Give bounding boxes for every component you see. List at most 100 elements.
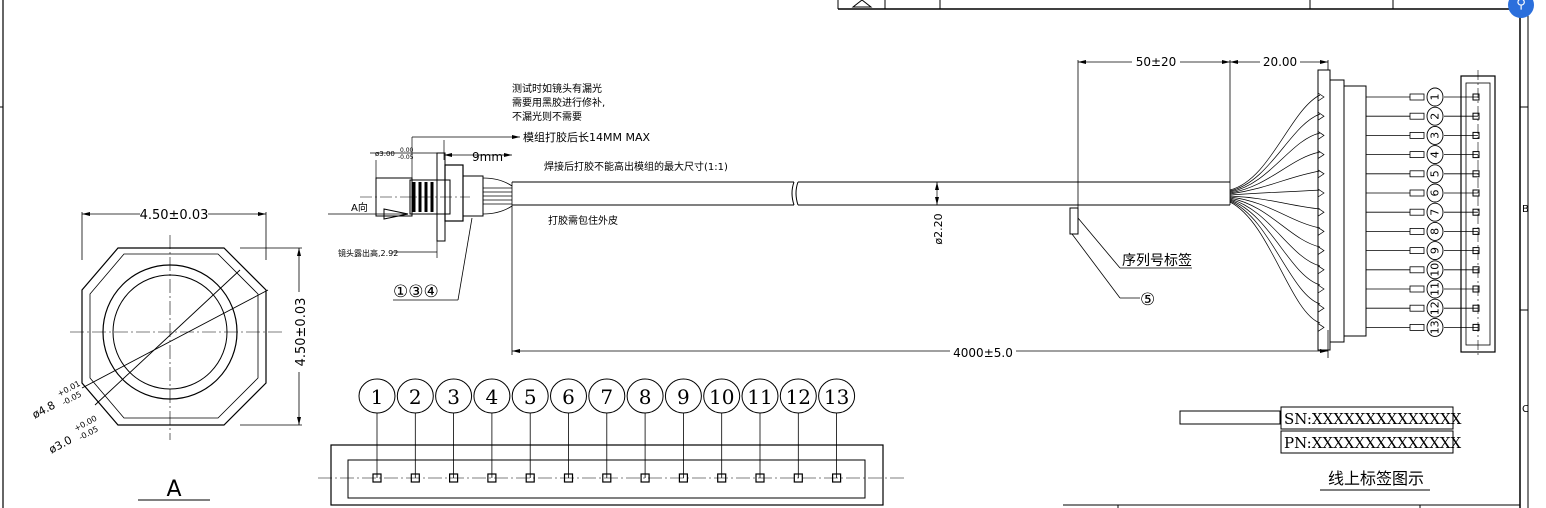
bottom-pin-item: 6: [550, 378, 587, 483]
lens-dia-label: ø3.00: [375, 150, 395, 158]
pin-contact: [1317, 246, 1425, 255]
title-block: [837, 0, 1520, 10]
pin-contact: [1317, 92, 1425, 102]
right-pin-number: 13: [1429, 320, 1442, 334]
pin-contact: [1317, 227, 1425, 236]
bottom-pin-item: 13: [818, 378, 856, 483]
right-pin-item: 13: [1426, 317, 1480, 337]
bottom-pin-number: 11: [747, 385, 772, 409]
right-pin-number: 7: [1429, 209, 1442, 216]
label-caption: 线上标签图示: [1328, 469, 1424, 488]
total-length-label: 4000±5.0: [953, 346, 1013, 360]
right-pin-item: 3: [1426, 125, 1480, 145]
bottom-pin-number: 1: [371, 385, 384, 409]
pin-contact: [1317, 265, 1425, 275]
label-sn: SN:XXXXXXXXXXXXXX: [1284, 410, 1462, 428]
pin-contacts: [1317, 92, 1425, 332]
right-pin-item: 6: [1426, 183, 1480, 203]
bottom-pin-item: 4: [473, 378, 511, 483]
right-pin-item: 8: [1426, 221, 1480, 241]
pin-contact: [1317, 323, 1425, 332]
pin-contact: [1317, 169, 1425, 179]
right-pin-item: 2: [1426, 106, 1480, 126]
bottom-pin-number: 9: [677, 385, 690, 409]
right-pin-number: 8: [1429, 228, 1442, 235]
right-pin-number: 6: [1429, 190, 1442, 197]
bottom-pin-number: 10: [709, 385, 734, 409]
right-pin-item: 7: [1426, 202, 1480, 222]
serial-label-callout: 序列号标签: [1122, 252, 1192, 269]
right-pin-number: 12: [1429, 301, 1442, 315]
view-a-inner-dia: ø3.0: [47, 433, 75, 456]
right-pin-item: 9: [1426, 241, 1480, 261]
note-line2: 需要用黑胶进行修补,: [512, 96, 605, 109]
connector-housing-right: [1460, 70, 1496, 358]
label-pn: PN:XXXXXXXXXXXXXX: [1284, 434, 1462, 452]
pin-contact: [1317, 111, 1425, 121]
right-pin-item: 11: [1426, 279, 1480, 299]
connector-bottom: [318, 444, 905, 506]
right-pin-number: 3: [1429, 132, 1442, 139]
right-pin-item: 12: [1426, 298, 1480, 318]
bottom-pin-item: 10: [703, 378, 741, 483]
bottom-pin-item: 8: [626, 378, 664, 483]
right-pin-item: 4: [1426, 145, 1480, 165]
bottom-pin-item: 3: [435, 378, 473, 483]
cable-drawing: [511, 60, 1367, 358]
view-a-width-dim: 4.50±0.03: [140, 208, 209, 223]
fan-length-label: 20.00: [1263, 55, 1297, 69]
note-line1: 测试时如镜头有漏光: [512, 82, 602, 95]
glue-length-label: 模组打胶后长14MM MAX: [523, 130, 650, 144]
pin-contact: [1317, 131, 1425, 140]
bottom-pin-item: 1: [358, 378, 396, 483]
right-pin-number: 10: [1429, 263, 1442, 277]
bottom-pin-number: 5: [524, 385, 537, 409]
bottom-pin-item: 2: [396, 378, 434, 483]
pin-contact: [1317, 303, 1425, 313]
length-9mm-label: 9mm: [472, 150, 503, 164]
strip-length-label: 50±20: [1136, 55, 1177, 69]
right-pin-number: 9: [1429, 247, 1442, 254]
pin-contact: [1317, 207, 1425, 217]
right-pin-number: 2: [1429, 113, 1442, 120]
right-pin-item: 5: [1426, 164, 1480, 184]
frame-letter-c: C: [1522, 404, 1529, 415]
note-line3: 不漏光则不需要: [512, 110, 582, 123]
bottom-pin-item: 12: [779, 378, 817, 483]
view-a-outer-dia: ø4.8: [30, 399, 58, 422]
link-icon[interactable]: ⚲: [1508, 0, 1534, 18]
pin-contact: [1317, 188, 1425, 198]
frame-letter-b: B: [1522, 204, 1529, 215]
bottom-pin-number: 12: [786, 385, 811, 409]
bottom-pin-number: 4: [486, 385, 499, 409]
bottom-pin-number: 7: [600, 385, 613, 409]
callout-5: ⑤: [1140, 290, 1155, 310]
bottom-pin-number: 8: [639, 385, 652, 409]
cable-dia-label: ø2.20: [932, 213, 945, 244]
direction-a-label: A向: [351, 201, 368, 214]
right-pin-number: 5: [1429, 170, 1442, 177]
lens-dia-tol-plus: 0.00: [400, 147, 414, 154]
bottom-pin-number: 13: [824, 385, 849, 409]
right-pin-item: 1: [1426, 87, 1480, 107]
label-example: [1179, 406, 1454, 491]
lens-dia-tol-minus: -0.05: [398, 154, 414, 161]
bottom-pin-item: 11: [741, 378, 779, 483]
right-pin-item: 10: [1426, 260, 1480, 280]
bottom-pin-number: 2: [409, 385, 422, 409]
bottom-pin-item: 9: [664, 378, 702, 483]
view-a-drawing: [70, 212, 302, 501]
lens-module-side-view: [328, 135, 520, 301]
lens-exposed-label: 镜头露出高,2.92: [338, 248, 398, 258]
bottom-pin-item: 7: [588, 378, 626, 483]
right-pin-number: 11: [1429, 282, 1442, 296]
bottom-pin-number: 3: [447, 385, 460, 409]
right-pin-number: 1: [1429, 94, 1442, 101]
view-a-height-dim: 4.50±0.03: [294, 298, 309, 367]
bottom-pin-item: 5: [511, 378, 549, 483]
weld-note: 焊接后打胶不能高出模组的最大尺寸(1:1): [544, 160, 728, 173]
right-pin-number: 4: [1429, 151, 1442, 158]
